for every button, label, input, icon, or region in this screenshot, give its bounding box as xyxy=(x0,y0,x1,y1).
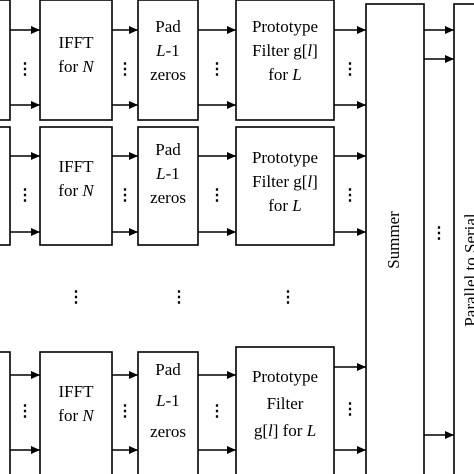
pad-label-line2: L-1 xyxy=(155,41,180,60)
parallel-to-serial: Parallel to Serial xyxy=(453,3,474,474)
filter-row-3: ⋮ IFFT for N ⋮ Pad L-1 zeros ⋮ Prototype… xyxy=(0,346,366,474)
ifft-label-line2: for N xyxy=(58,57,95,76)
pad-label-line1: Pad xyxy=(155,17,181,36)
pad-label-line3: zeros xyxy=(150,65,186,84)
proto-label-line1: Prototype xyxy=(252,17,318,36)
ifft-label-line2: for N xyxy=(58,181,95,200)
proto-label-line1: Prototype xyxy=(252,367,318,386)
parallel-to-serial-label: Parallel to Serial xyxy=(461,213,474,327)
ellipsis: ⋮ xyxy=(209,403,225,420)
ellipsis: ⋮ xyxy=(117,187,133,204)
pad-block-2 xyxy=(137,126,199,246)
pad-block-3 xyxy=(137,351,199,474)
pad-label-line3: zeros xyxy=(150,422,186,441)
ellipsis: ⋮ xyxy=(17,61,33,78)
input-block-2 xyxy=(0,126,11,246)
summer-block xyxy=(365,3,425,474)
ellipsis: ⋮ xyxy=(209,187,225,204)
parallel-to-serial-block xyxy=(453,3,474,474)
proto-label-line3: g[l] for L xyxy=(254,421,316,440)
prototype-filter-block-3 xyxy=(235,346,335,474)
ifft-block-3 xyxy=(39,351,113,474)
pad-label-line3: zeros xyxy=(150,188,186,207)
ifft-label-line1: IFFT xyxy=(59,157,95,176)
input-block-3 xyxy=(0,351,11,474)
summer-label: Summer xyxy=(384,211,403,269)
pad-label-line2: L-1 xyxy=(155,391,180,410)
ellipsis: ⋮ xyxy=(342,187,358,204)
proto-label-line3: for L xyxy=(268,65,302,84)
proto-label-line2: Filter xyxy=(267,394,304,413)
ellipsis: ⋮ xyxy=(117,403,133,420)
ellipsis: ⋮ xyxy=(342,61,358,78)
prototype-filter-block-2 xyxy=(235,126,335,246)
ellipsis: ⋮ xyxy=(280,289,296,306)
proto-label-line3: for L xyxy=(268,196,302,215)
proto-label-line2: Filter g[l] xyxy=(252,172,318,191)
ellipsis: ⋮ xyxy=(17,403,33,420)
pad-block-1 xyxy=(137,0,199,121)
ifft-block-1 xyxy=(39,0,113,121)
ellipsis: ⋮ xyxy=(17,187,33,204)
ellipsis: ⋮ xyxy=(117,61,133,78)
ellipsis: ⋮ xyxy=(171,289,187,306)
input-block-1 xyxy=(0,0,11,121)
summer: Summer xyxy=(365,3,425,474)
ellipsis: ⋮ xyxy=(342,401,358,418)
ifft-block-2 xyxy=(39,126,113,246)
ellipsis: ⋮ xyxy=(209,61,225,78)
ifft-label-line2: for N xyxy=(58,406,95,425)
prototype-filter-block-1 xyxy=(235,0,335,121)
proto-label-line1: Prototype xyxy=(252,148,318,167)
ifft-label-line1: IFFT xyxy=(59,33,95,52)
ifft-label-line1: IFFT xyxy=(59,382,95,401)
ellipsis: ⋮ xyxy=(68,289,84,306)
pad-label-line1: Pad xyxy=(155,140,181,159)
filter-row-1: ⋮ IFFT for N ⋮ Pad L-1 zeros ⋮ Prototype… xyxy=(0,0,366,121)
pad-label-line1: Pad xyxy=(155,360,181,379)
proto-label-line2: Filter g[l] xyxy=(252,41,318,60)
ellipsis: ⋮ xyxy=(431,225,447,242)
pad-label-line2: L-1 xyxy=(155,164,180,183)
row-ellipses: ⋮ ⋮ ⋮ xyxy=(68,289,296,306)
filter-row-2: ⋮ IFFT for N ⋮ Pad L-1 zeros ⋮ Prototype… xyxy=(0,126,366,246)
